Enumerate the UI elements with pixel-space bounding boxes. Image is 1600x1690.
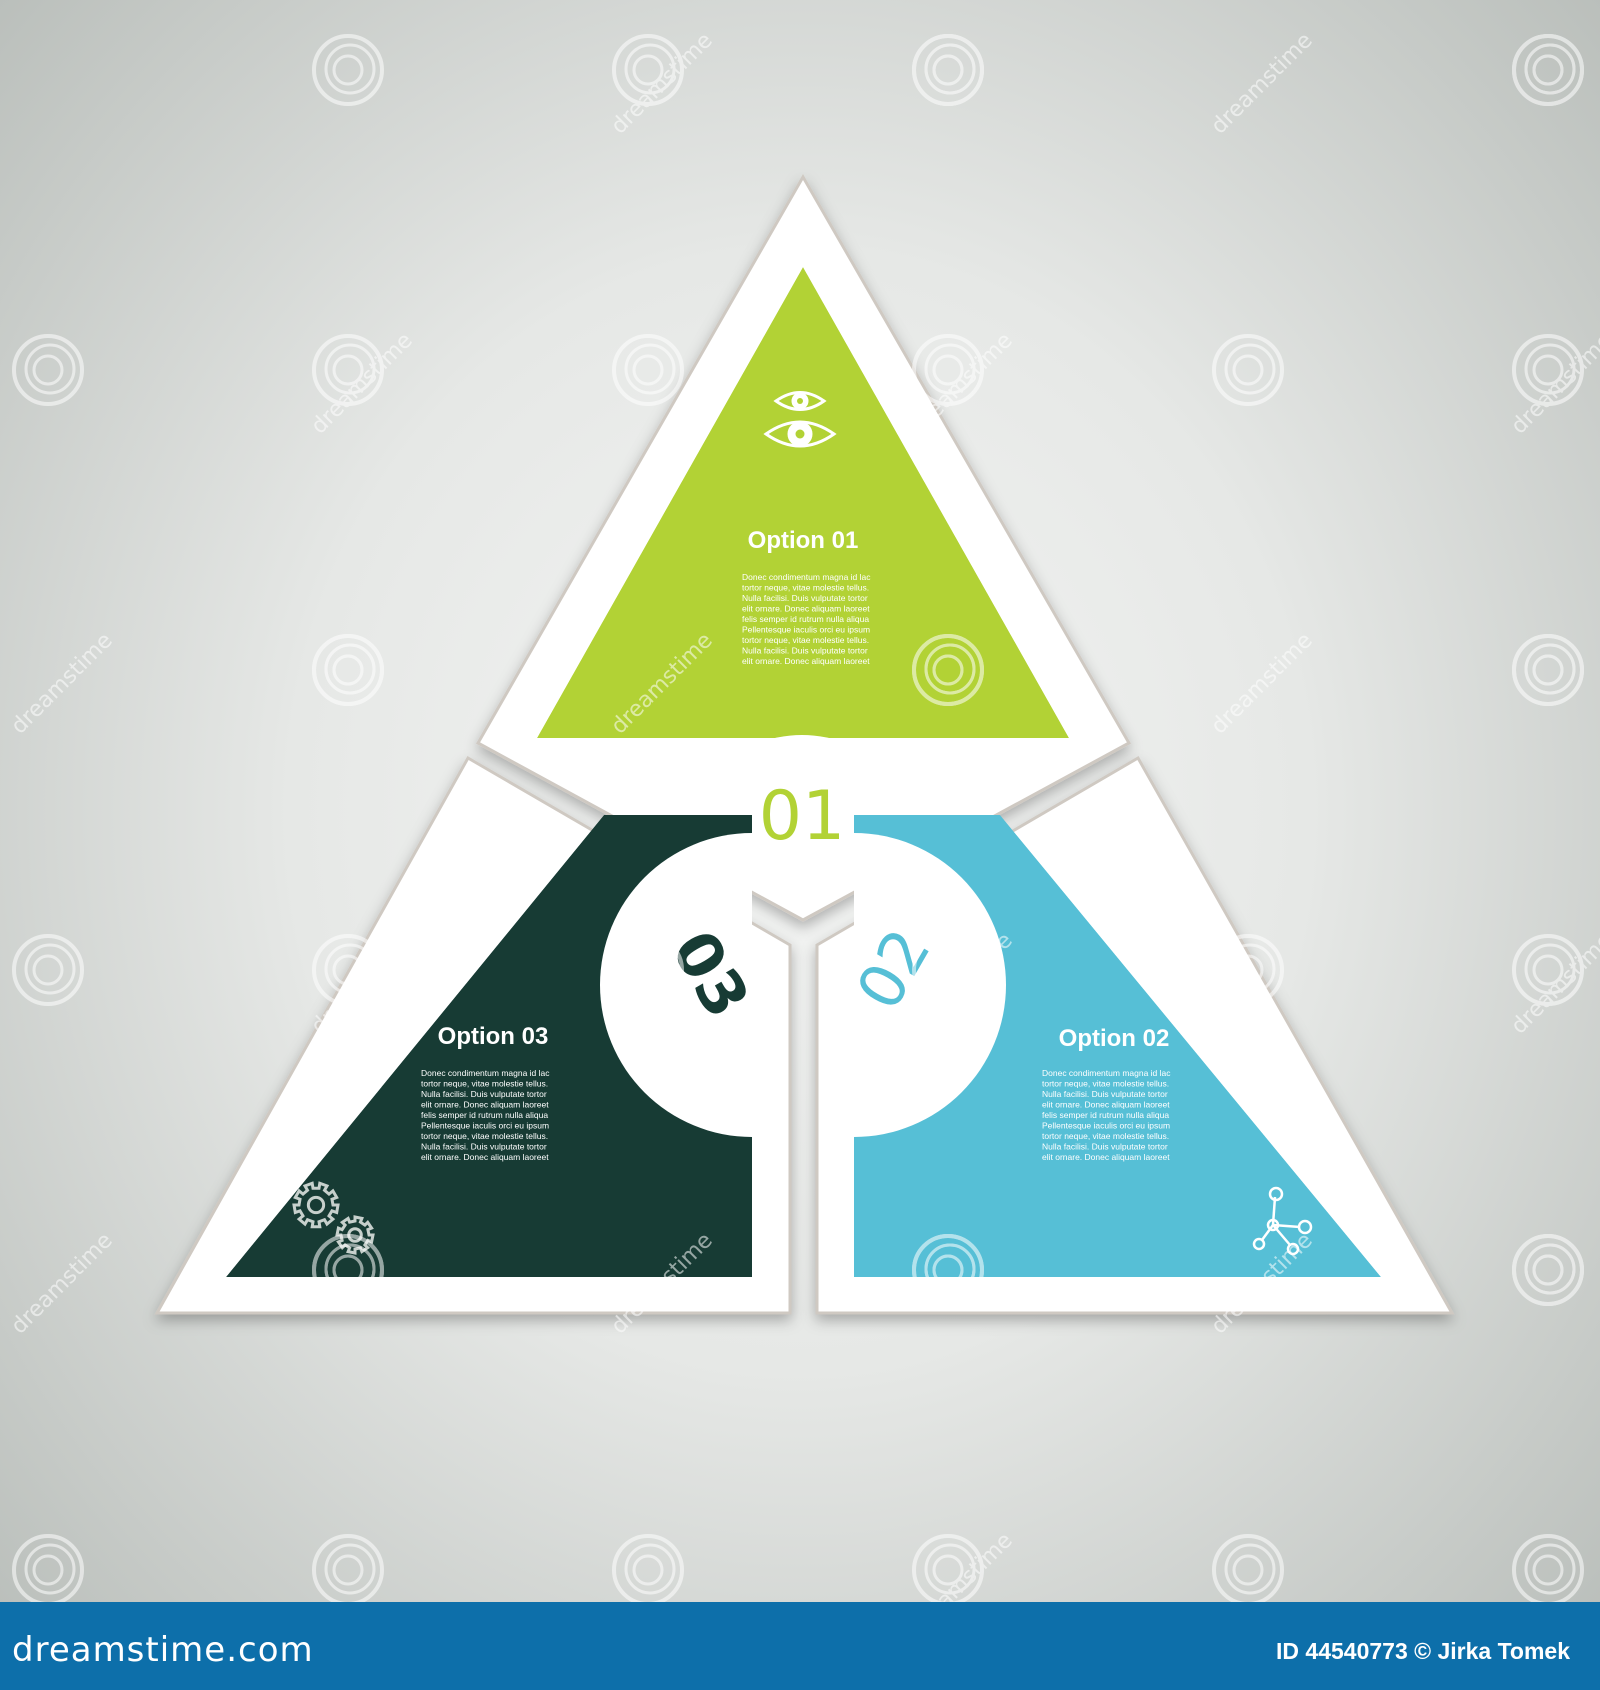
diagram-area: 01 02 03 Option 01 Option 02 Option 03 D… <box>7 28 1584 1602</box>
watermark-text: dreamstime <box>1207 628 1318 739</box>
spiral-logo-icon <box>312 1534 384 1602</box>
spiral-logo-icon <box>1212 934 1284 1006</box>
watermark-text: dreamstime <box>1207 28 1318 139</box>
spiral-logo-icon <box>612 334 684 406</box>
spiral-logo-icon <box>1512 934 1584 1006</box>
brand-text: dreamstime.com <box>12 1630 314 1670</box>
spiral-logo-icon <box>12 1534 84 1602</box>
panel-left <box>226 815 752 1277</box>
spiral-logo-icon <box>1512 34 1584 106</box>
watermark-text: dreamstime <box>7 1228 118 1339</box>
spiral-logo-icon <box>312 934 384 1006</box>
spiral-logo-icon <box>312 34 384 106</box>
spiral-logo-icon <box>1512 334 1584 406</box>
credit-text: ID 44540773 © Jirka Tomek <box>1276 1638 1570 1664</box>
spiral-logo-icon <box>12 334 84 406</box>
number-01: 01 <box>759 777 846 856</box>
spiral-logo-icon <box>912 1234 984 1306</box>
option-03-body: Donec condimentum magna id lac tortor ne… <box>421 1068 552 1162</box>
option-01-title: Option 01 <box>748 527 859 554</box>
spiral-logo-icon <box>12 934 84 1006</box>
spiral-logo-icon <box>912 1534 984 1602</box>
option-01-body: Donec condimentum magna id lac tortor ne… <box>742 572 873 666</box>
option-03-title: Option 03 <box>438 1023 549 1050</box>
spiral-logo-icon <box>1212 334 1284 406</box>
footer-bar: dreamstime.com ID 44540773 © Jirka Tomek <box>0 1602 1600 1690</box>
spiral-logo-icon <box>612 1534 684 1602</box>
spiral-logo-icon <box>1512 1234 1584 1306</box>
panel-top <box>537 267 1069 738</box>
option-02-body: Donec condimentum magna id lac tortor ne… <box>1042 1068 1173 1162</box>
spiral-logo-icon <box>912 634 984 706</box>
watermark-text: dreamstime <box>7 628 118 739</box>
triangle-diagram: 01 02 03 Option 01 Option 02 Option 03 D… <box>7 28 1584 1602</box>
spiral-logo-icon <box>1212 1534 1284 1602</box>
spiral-logo-icon <box>312 334 384 406</box>
spiral-logo-icon <box>1512 634 1584 706</box>
spiral-logo-icon <box>612 934 684 1006</box>
option-02-title: Option 02 <box>1059 1025 1170 1052</box>
eyes-icon <box>763 391 837 448</box>
spiral-logo-icon <box>912 934 984 1006</box>
spiral-logo-icon <box>312 634 384 706</box>
spiral-logo-icon <box>912 34 984 106</box>
spiral-logo-icon <box>912 334 984 406</box>
spiral-logo-icon <box>312 1234 384 1306</box>
panel-right <box>854 815 1381 1277</box>
spiral-logo-icon <box>1512 1534 1584 1602</box>
spiral-logo-icon <box>612 34 684 106</box>
share-network-icon <box>1252 1186 1313 1256</box>
